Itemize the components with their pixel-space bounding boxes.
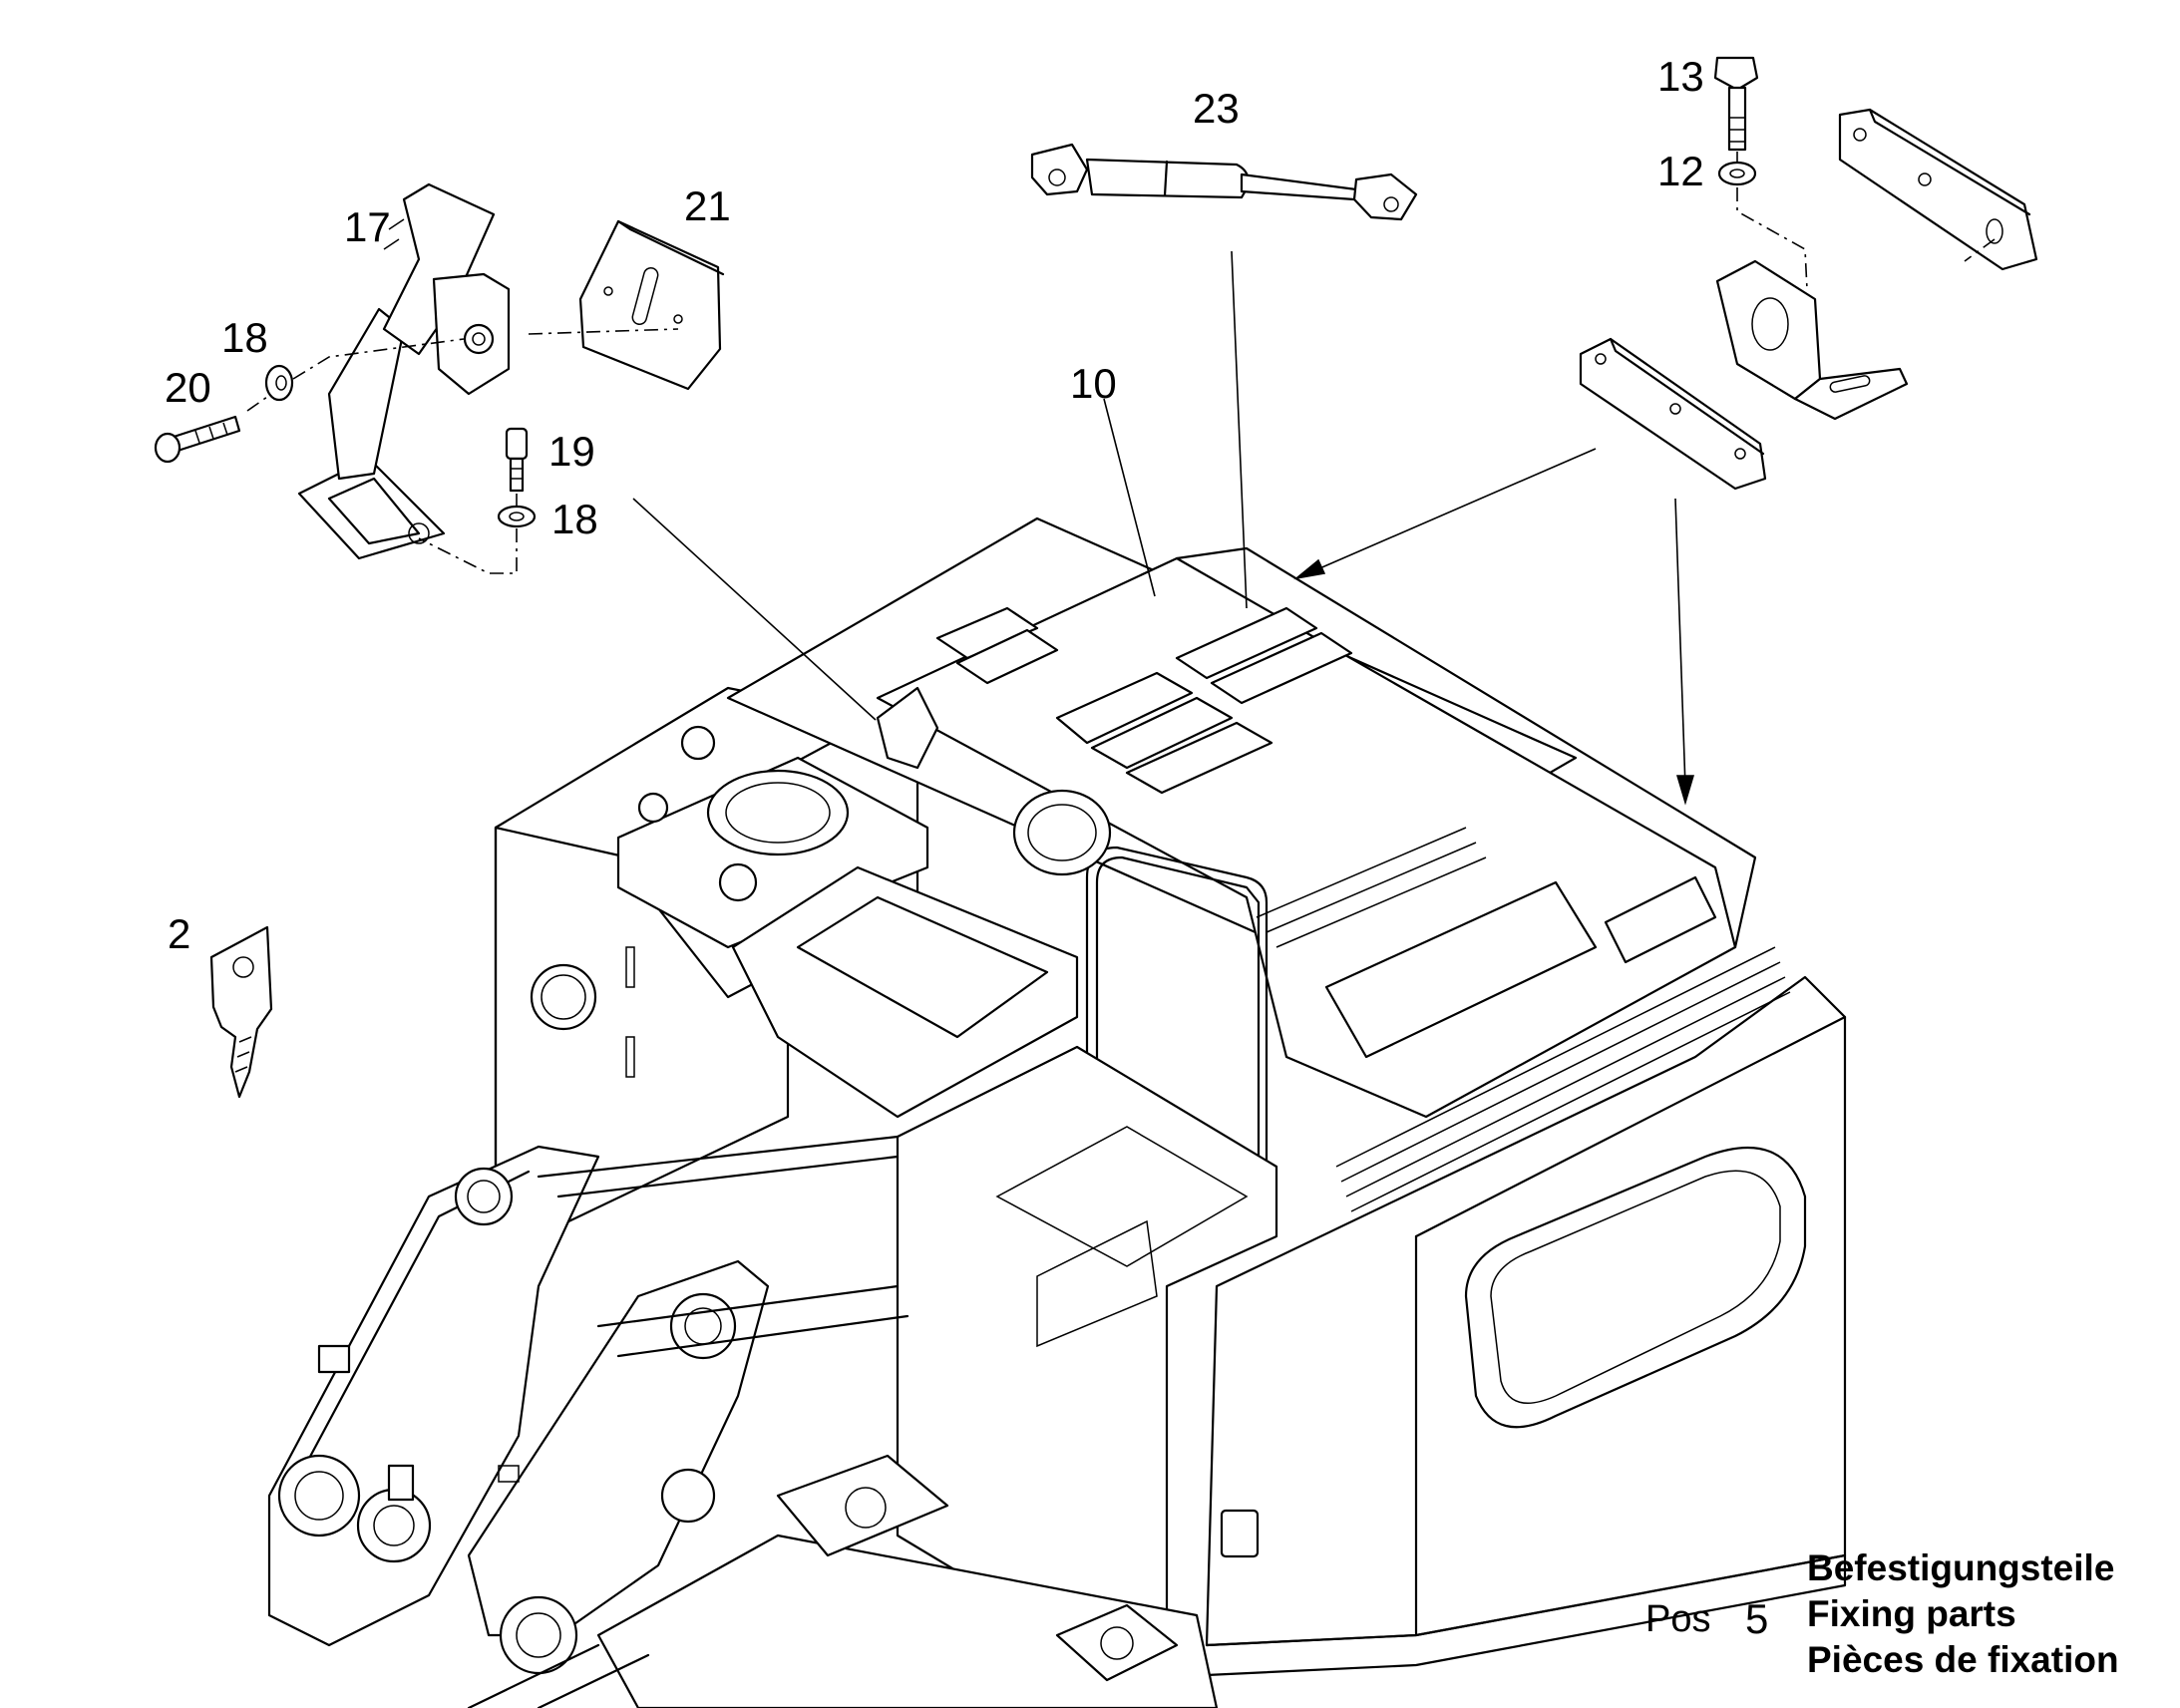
callout-17: 17 [344, 203, 391, 250]
part-2-key [209, 925, 273, 1099]
part-20-bolt [154, 415, 241, 464]
caption-line-fr: Pièces de fixation [1807, 1638, 2119, 1680]
part-19-screw [505, 427, 529, 493]
part-12-washer [1717, 161, 1757, 186]
bracket-angle [1715, 259, 1909, 421]
caption-text: Befestigungsteile Fixing parts Pièces de… [1807, 1545, 2119, 1683]
callout-18-upper: 18 [221, 314, 268, 361]
part-18-washer-upper [264, 364, 294, 402]
callout-18-lower: 18 [551, 496, 598, 542]
callout-10: 10 [1070, 360, 1117, 407]
bracket-flat-lower [1579, 337, 1767, 491]
part-21-pad [578, 219, 725, 391]
leader-lines [632, 250, 1695, 806]
caption-pos-label: Pos [1645, 1598, 1711, 1640]
part-23-gas-strut [1030, 143, 1418, 221]
caption-line-en: Fixing parts [1807, 1592, 2016, 1634]
bracket-flat-upper [1838, 108, 2038, 271]
callout-2: 2 [168, 910, 191, 957]
callout-21: 21 [684, 182, 731, 229]
part-18-washer-lower [497, 505, 537, 528]
callout-13: 13 [1657, 53, 1704, 100]
callout-19: 19 [548, 428, 595, 475]
caption-pos-number: 5 [1745, 1595, 1769, 1642]
machine-body [494, 516, 1847, 1677]
callout-12: 12 [1657, 148, 1704, 194]
callout-23: 23 [1193, 85, 1240, 132]
part-13-bolt [1713, 56, 1759, 152]
hood-vents [935, 606, 1353, 795]
callout-20: 20 [165, 364, 211, 411]
frame-chassis [267, 1135, 1219, 1708]
caption-line-de: Befestigungsteile [1807, 1547, 2115, 1588]
part-17-lever-latch [297, 182, 511, 560]
